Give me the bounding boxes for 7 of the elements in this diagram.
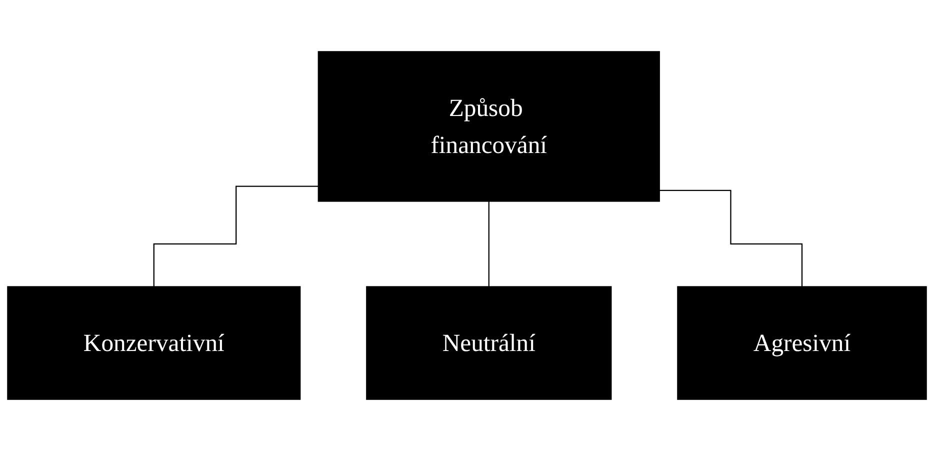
connector xyxy=(659,189,803,287)
node-box: Neutrální xyxy=(366,286,612,400)
node-box: Způsob financování xyxy=(318,50,660,202)
connector xyxy=(488,200,490,287)
node-box: Agresivní xyxy=(677,286,927,400)
node-box: Konzervativní xyxy=(7,286,301,400)
connector xyxy=(153,185,318,287)
